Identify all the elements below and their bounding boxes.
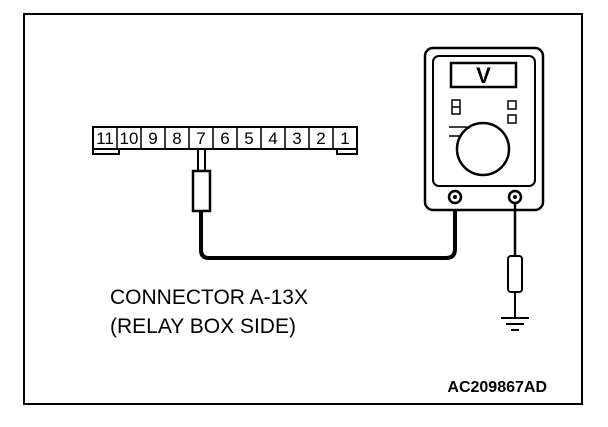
- test-lead-ground: [507, 203, 523, 318]
- meter-terminal-negative-core: [513, 195, 517, 199]
- diagram-frame: [23, 13, 583, 405]
- connector-pin-9: 9: [148, 129, 157, 148]
- connector-latch-left: [92, 148, 120, 155]
- connector-pin-10: 10: [120, 129, 139, 148]
- probe-handle: [191, 169, 212, 213]
- meter-display: [449, 61, 518, 89]
- meter-terminal-positive-core: [453, 195, 457, 199]
- connector-pin-4: 4: [268, 129, 277, 148]
- multimeter: V: [423, 46, 545, 212]
- connector-latch-right: [336, 148, 358, 155]
- connector-body: [92, 126, 358, 150]
- connector-probe: [191, 148, 212, 213]
- connector-pin-3: 3: [292, 129, 301, 148]
- connector-pin-11: 11: [96, 129, 114, 148]
- ground-probe-handle: [507, 255, 523, 293]
- connector-caption-line2: (RELAY BOX SIDE): [110, 315, 296, 338]
- ground-symbol: [501, 317, 529, 331]
- connector-pin-8: 8: [172, 129, 181, 148]
- connector-pin-5: 5: [244, 129, 253, 148]
- connector-pin-6: 6: [220, 129, 229, 148]
- connector-caption-line1: CONNECTOR A-13X: [110, 286, 308, 309]
- figure-id: AC209867AD: [447, 379, 547, 396]
- probe-pin-tip: [197, 148, 206, 172]
- meter-selector-dial: [455, 121, 511, 177]
- meter-indicator-right-top: [507, 100, 517, 110]
- meter-display-unit: V: [476, 63, 491, 88]
- connector-pin-2: 2: [316, 129, 325, 148]
- test-lead-positive: [199, 197, 457, 260]
- connector-pin-7: 7: [196, 129, 205, 148]
- connector-pin-1: 1: [340, 129, 349, 148]
- meter-indicator-right-bottom: [507, 114, 517, 124]
